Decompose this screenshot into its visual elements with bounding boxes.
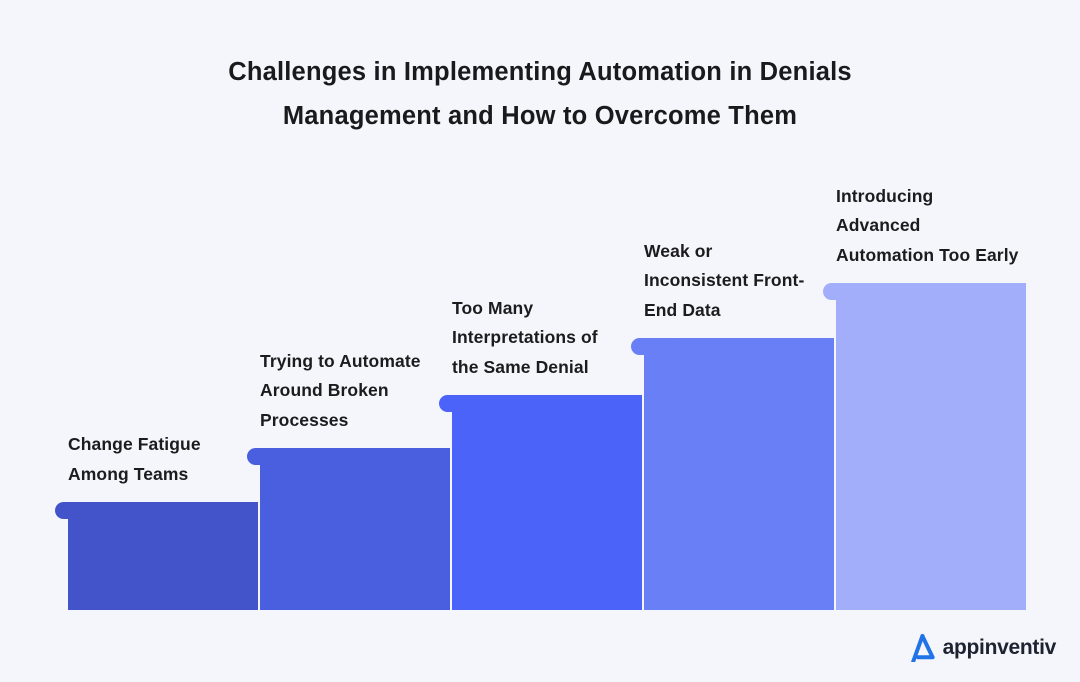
bar-label-line: Processes bbox=[260, 409, 349, 430]
bar-step-notch bbox=[439, 395, 487, 412]
bar-step-notch bbox=[247, 448, 295, 465]
chart-bar bbox=[631, 338, 834, 610]
bar-label-line: Too Many bbox=[452, 297, 534, 318]
bar-label-line: Interpretations of bbox=[452, 327, 598, 347]
chart-bar bbox=[439, 395, 642, 610]
chart-title-line-2: Management and How to Overcome Them bbox=[282, 102, 798, 130]
appinventiv-logo: appinventiv bbox=[909, 633, 1056, 662]
chart-bar bbox=[823, 283, 1026, 610]
bar-label-line: End Data bbox=[644, 299, 721, 320]
appinventiv-logo-icon bbox=[910, 634, 935, 662]
appinventiv-logo-text: appinventiv bbox=[942, 635, 1057, 659]
bar-label-line: Weak or bbox=[644, 240, 713, 261]
bar-label-line: Trying to Automate bbox=[260, 350, 421, 371]
bar-step-notch bbox=[55, 502, 103, 519]
bar-label: Weak or Inconsistent Front- End Data bbox=[644, 237, 854, 326]
chart-title-line-1: Challenges in Implementing Automation in… bbox=[228, 58, 852, 86]
bar-label-line: Automation Too Early bbox=[836, 244, 1019, 265]
bar-label-line: the Same Denial bbox=[452, 356, 589, 377]
bar-step-notch bbox=[823, 283, 871, 300]
chart-bar bbox=[247, 448, 450, 610]
bar-label-line: Among Teams bbox=[68, 463, 189, 484]
chart-bar bbox=[55, 502, 258, 610]
bar-label-line: Change Fatigue bbox=[68, 434, 201, 454]
bar-step-notch bbox=[631, 338, 679, 355]
bar-label-line: Advanced bbox=[836, 215, 921, 235]
chart-title: Challenges in Implementing Automation in… bbox=[0, 50, 1080, 138]
bar-label-line: Introducing bbox=[836, 185, 934, 206]
bar-label-line: Around Broken bbox=[260, 380, 389, 400]
bar-label-line: Inconsistent Front- bbox=[644, 270, 805, 290]
